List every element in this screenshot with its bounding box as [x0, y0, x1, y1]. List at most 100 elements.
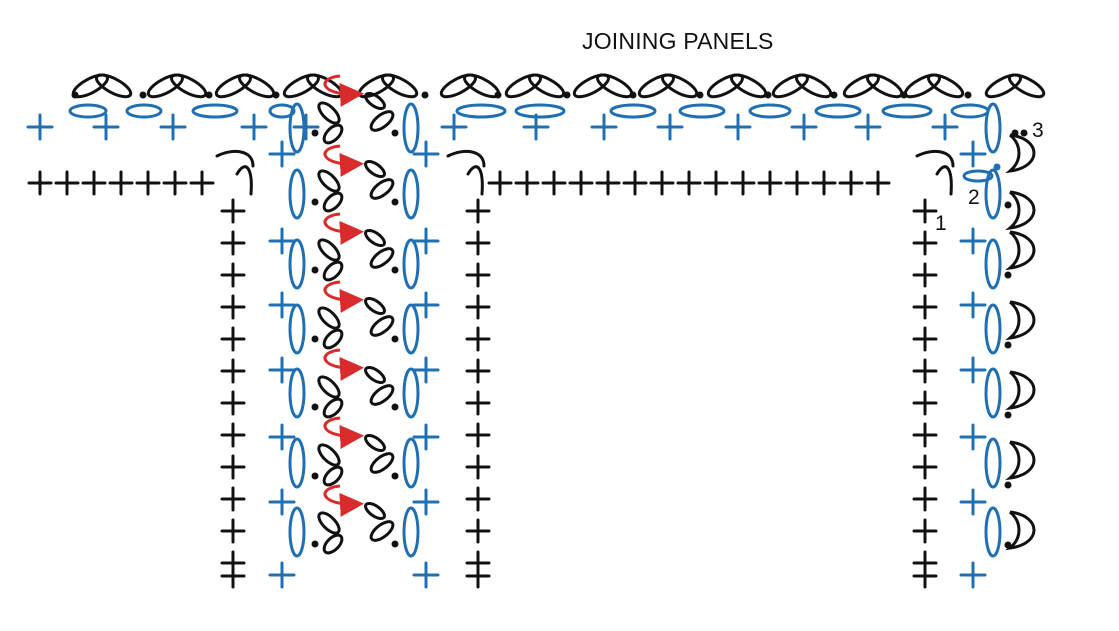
single-crochet-symbol — [465, 422, 491, 448]
chain-oval — [814, 103, 862, 119]
corner-turn — [915, 149, 955, 196]
single-crochet-symbol — [465, 518, 491, 544]
chain-oval — [125, 103, 163, 119]
row-label-3: 3 — [1032, 119, 1044, 142]
chain-oval — [317, 375, 341, 399]
chain-oval — [866, 73, 904, 99]
single-crochet-symbol — [912, 518, 938, 544]
row-label-2: 2 — [968, 186, 980, 209]
single-crochet-symbol — [92, 113, 120, 141]
single-crochet-symbol — [622, 170, 648, 196]
slip-stitch-dot — [421, 91, 429, 99]
slip-stitch-dot — [311, 335, 319, 343]
single-crochet-symbol — [81, 170, 107, 196]
chain-oval — [268, 103, 296, 119]
chain-oval — [369, 247, 395, 269]
join-arrow — [323, 280, 364, 313]
chain-oval — [369, 520, 395, 542]
single-crochet-symbol — [838, 170, 864, 196]
chain-oval — [322, 533, 344, 555]
chain-oval — [288, 102, 306, 154]
single-crochet-symbol — [220, 454, 246, 480]
single-crochet-symbol — [912, 390, 938, 416]
chain-oval — [322, 123, 344, 145]
single-crochet-symbol — [412, 291, 440, 319]
single-crochet-symbol — [220, 198, 246, 224]
single-crochet-symbol — [220, 486, 246, 512]
single-crochet-symbol — [649, 170, 675, 196]
single-crochet-symbol — [189, 170, 215, 196]
chain-oval — [369, 384, 395, 406]
single-crochet-symbol — [220, 422, 246, 448]
chain-oval — [317, 101, 341, 125]
single-crochet-symbol — [268, 356, 296, 384]
chain-oval — [288, 303, 306, 355]
row-label-1: 1 — [935, 212, 947, 235]
slip-stitch-dot — [311, 198, 319, 206]
chain-oval — [191, 103, 239, 119]
join-arrow — [323, 484, 364, 517]
join-arrow — [323, 74, 364, 107]
chain-oval — [322, 191, 344, 213]
slip-stitch-dot — [830, 91, 838, 99]
single-crochet-symbol — [912, 198, 938, 224]
right-chain-loop — [1005, 190, 1036, 231]
single-crochet-symbol — [27, 170, 53, 196]
slip-stitch-dot — [139, 91, 147, 99]
single-crochet-symbol — [465, 358, 491, 384]
chain-oval — [455, 103, 507, 119]
chain-oval — [288, 367, 306, 419]
slip-stitch-dot — [1020, 129, 1028, 137]
chain-oval — [927, 73, 965, 99]
chain-oval — [317, 169, 341, 193]
chain-oval — [364, 159, 386, 179]
single-crochet-symbol — [220, 390, 246, 416]
chain-oval — [402, 102, 420, 154]
row-3-chain-layer — [71, 73, 1046, 555]
single-crochet-symbol — [656, 113, 684, 141]
single-crochet-symbol — [703, 170, 729, 196]
chain-oval — [984, 367, 1002, 419]
slip-stitch-dot — [696, 91, 704, 99]
chain-oval — [322, 328, 344, 350]
chain-oval — [730, 73, 768, 99]
single-crochet-symbol — [959, 140, 987, 168]
single-crochet-symbol — [912, 294, 938, 320]
single-crochet-symbol — [465, 294, 491, 320]
slip-stitch-dot — [311, 472, 319, 480]
right-chain-loop — [1005, 300, 1036, 341]
single-crochet-symbol — [412, 488, 440, 516]
slip-stitch-dot — [1004, 201, 1012, 209]
slip-stitch-dot — [205, 91, 213, 99]
chain-oval — [369, 315, 395, 337]
single-crochet-symbol — [959, 488, 987, 516]
chain-oval — [288, 238, 306, 290]
single-crochet-symbol — [522, 113, 550, 141]
chain-oval — [748, 103, 792, 119]
join-arrow — [323, 416, 364, 449]
chain-oval — [317, 443, 341, 467]
chain-oval — [364, 296, 386, 316]
single-crochet-symbol — [784, 170, 810, 196]
slip-stitch-dot — [993, 163, 1001, 171]
single-crochet-symbol — [220, 563, 246, 589]
corner-turn — [215, 149, 255, 196]
chain-oval — [984, 102, 1002, 154]
single-crochet-symbol — [465, 390, 491, 416]
single-crochet-symbol — [568, 170, 594, 196]
slip-stitch-dot — [563, 91, 571, 99]
single-crochet-symbol — [412, 140, 440, 168]
chart-title: JOINING PANELS — [582, 28, 774, 54]
single-crochet-symbol — [268, 140, 296, 168]
chain-oval — [364, 501, 386, 521]
corner-turn — [446, 149, 486, 196]
single-crochet-symbol — [912, 422, 938, 448]
chain-oval — [1008, 73, 1046, 99]
single-crochet-symbol — [854, 113, 882, 141]
slip-stitch-dot — [272, 91, 280, 99]
slip-stitch-dot — [391, 403, 399, 411]
slip-stitch-dot — [311, 403, 319, 411]
chain-oval — [795, 73, 833, 99]
single-crochet-symbol — [912, 563, 938, 589]
slip-stitch-dot — [1004, 411, 1012, 419]
